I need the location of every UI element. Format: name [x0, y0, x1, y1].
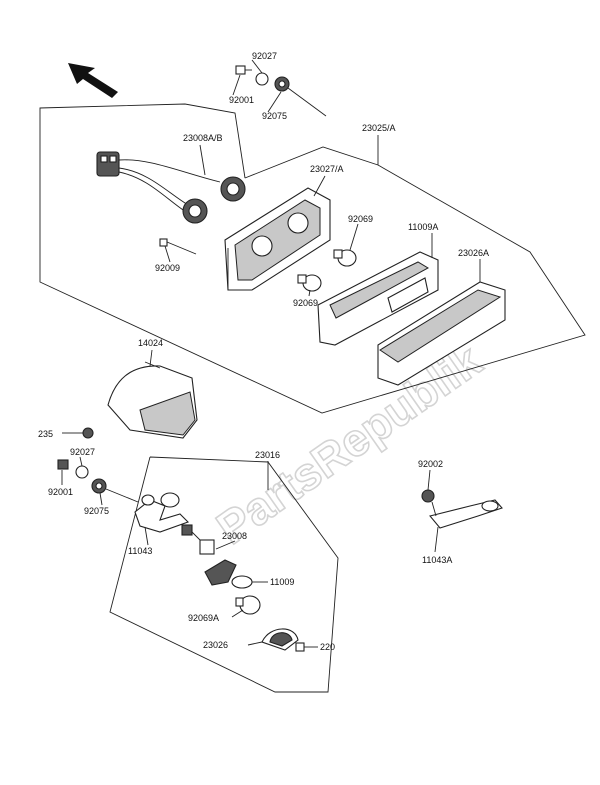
- label-92027-top: 92027: [252, 51, 277, 61]
- label-11009: 11009: [270, 577, 294, 587]
- label-235: 235: [38, 429, 53, 439]
- label-92002: 92002: [418, 459, 443, 469]
- bracket-11043: [134, 492, 190, 533]
- label-23026a: 23026A: [458, 248, 489, 258]
- screw-220: [295, 642, 318, 652]
- label-23027a: 23027/A: [310, 164, 344, 174]
- light-housing-23027a: [224, 187, 331, 291]
- label-92069a: 92069A: [188, 613, 219, 623]
- collar-92027-top: [255, 72, 269, 86]
- label-92075-bottom: 92075: [84, 506, 109, 516]
- lens-23026: [261, 628, 299, 651]
- leader-lines: [61, 59, 481, 646]
- label-11043a: 11043A: [422, 555, 452, 565]
- tail-light-assembly-outline: [39, 103, 586, 414]
- wiring-harness-23008ab: [96, 151, 246, 224]
- bracket-11043a: [421, 489, 503, 529]
- label-92001-bottom: 92001: [48, 487, 73, 497]
- socket-23008: [181, 524, 237, 586]
- bulb-92069a: [235, 595, 261, 615]
- label-23008ab: 23008A/B: [183, 133, 223, 143]
- bolt-92001-top: [235, 65, 252, 75]
- bulb-92069-upper: [333, 249, 357, 267]
- bolt-92001-bottom: [57, 459, 69, 470]
- label-23016: 23016: [255, 450, 280, 460]
- label-220: 220: [320, 642, 335, 652]
- gasket-11009: [231, 575, 268, 589]
- label-11043: 11043: [128, 546, 152, 556]
- label-11009a: 11009A: [408, 222, 438, 232]
- label-23025a: 23025/A: [362, 123, 396, 133]
- collar-92027-bottom: [75, 465, 89, 479]
- bulb-92069-lower: [297, 274, 322, 292]
- bolt-235: [72, 427, 94, 439]
- label-92001-top: 92001: [229, 95, 254, 105]
- grommet-92075-top: [274, 76, 290, 92]
- label-23008: 23008: [222, 531, 247, 541]
- label-92069-upper: 92069: [348, 214, 373, 224]
- label-92027-bottom: 92027: [70, 447, 95, 457]
- gasket-11009a: [317, 251, 439, 346]
- label-14024: 14024: [138, 338, 163, 348]
- grommet-92075-bottom: [91, 478, 107, 494]
- label-92069-lower: 92069: [293, 298, 318, 308]
- screw-92009: [159, 238, 197, 255]
- label-92009: 92009: [155, 263, 180, 273]
- cover-14024: [107, 361, 198, 439]
- direction-arrow-icon: [68, 63, 118, 98]
- label-92075-top: 92075: [262, 111, 287, 121]
- label-23026: 23026: [203, 640, 228, 650]
